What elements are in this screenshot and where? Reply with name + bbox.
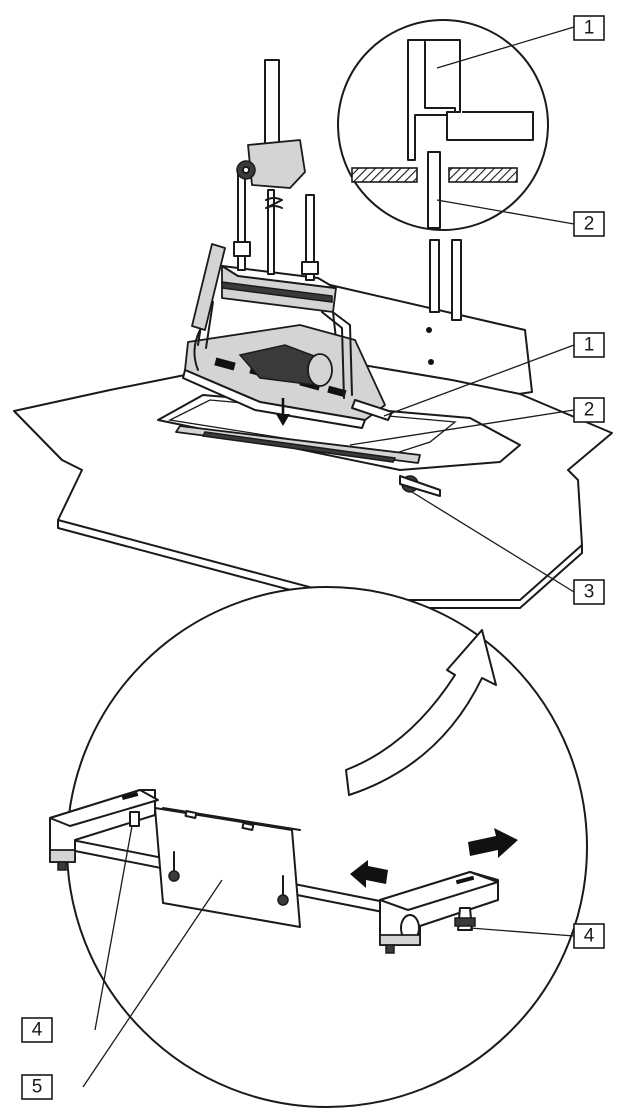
frame-right [321, 309, 353, 399]
left-bracket-screw [129, 811, 140, 827]
carriage-band [221, 281, 333, 303]
callout-bracket-4-right: 4 [573, 923, 605, 949]
detail-circle-bottom [49, 586, 588, 1108]
rear-post-left [429, 239, 440, 313]
plate-screw-1 [168, 870, 180, 882]
callout-main-3: 3 [573, 579, 605, 605]
left-bracket-top [49, 789, 159, 827]
rod-right [305, 194, 315, 281]
detail-upper-part-2 [425, 39, 534, 141]
svg-text:4: 4 [584, 926, 595, 947]
left-bracket-foot [57, 861, 67, 871]
plate-slot-2 [241, 822, 255, 831]
machine-main-view [13, 59, 613, 609]
housing-slot-4 [327, 385, 347, 398]
callout-main-2: 2 [573, 397, 605, 423]
carriage-top [221, 265, 336, 289]
svg-text:1: 1 [584, 335, 595, 356]
svg-text:1: 1 [584, 18, 595, 39]
motor-cap [307, 353, 333, 387]
callout-main-1: 1 [573, 332, 605, 358]
svg-text:5: 5 [32, 1077, 43, 1098]
svg-text:2: 2 [584, 400, 595, 421]
right-bracket-top [379, 871, 499, 911]
callout-bracket-4-left: 4 [21, 1017, 53, 1043]
detail-blade [427, 151, 441, 229]
lower-housing-front [182, 369, 366, 429]
svg-text:2: 2 [584, 214, 595, 235]
detail-plate-right [448, 167, 518, 183]
table-front-edge [13, 410, 63, 461]
plate-slot-1 [184, 810, 198, 819]
clamp-plate [157, 394, 521, 471]
head-spring [265, 197, 283, 209]
callout-detail-top-2: 2 [573, 211, 605, 237]
table-edge [57, 519, 583, 609]
arrow-left-icon [350, 860, 388, 888]
svg-text:4: 4 [32, 1020, 43, 1041]
right-bracket-slot [455, 875, 475, 885]
detail-plate-left [351, 167, 418, 183]
right-bracket-foot [385, 944, 395, 954]
clamp-arm [351, 399, 393, 421]
rear-post-right [451, 239, 462, 321]
leader-lines [82, 26, 575, 1088]
top-head [247, 139, 306, 189]
callout-detail-top-1: 1 [573, 15, 605, 41]
left-bracket-slot [121, 791, 139, 801]
rod-left-collar [233, 241, 251, 257]
detail-circle-top [337, 19, 549, 231]
svg-text:3: 3 [584, 582, 595, 603]
support-bracket [399, 475, 441, 497]
left-bracket-base [49, 849, 76, 863]
right-bracket-screw-head [454, 917, 476, 927]
rod-center [264, 59, 280, 145]
rod-mid [267, 189, 275, 275]
callout-plate-5: 5 [21, 1074, 53, 1100]
clamp-rail-shadow [201, 431, 397, 463]
plate-screw-2 [277, 894, 289, 906]
plate-hole-2 [428, 359, 434, 365]
rod-right-collar [301, 261, 319, 275]
arrow-down-icon [276, 398, 290, 426]
arrow-right-icon [468, 828, 518, 858]
plate-hole-1 [426, 327, 432, 333]
curved-arrow-icon [345, 629, 497, 796]
housing-slot-1 [214, 357, 236, 371]
head-knob-inner [242, 166, 250, 174]
side-cylinder [191, 243, 226, 331]
side-cable [193, 329, 201, 371]
right-bracket-base [379, 934, 421, 946]
